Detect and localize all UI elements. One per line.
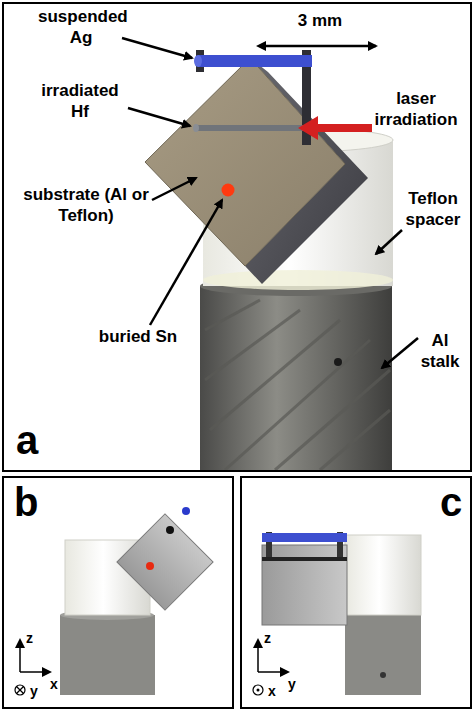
- rod-bracket: [196, 50, 311, 145]
- al-stalk: [200, 276, 392, 470]
- axis-label: z: [264, 630, 284, 646]
- axis-label: x: [50, 676, 70, 692]
- panel-letter: c: [440, 480, 462, 524]
- axis-label: y: [288, 676, 308, 692]
- panel-letter: b: [14, 480, 38, 524]
- side-view-c: [253, 532, 421, 695]
- part-label: Teflon spacer: [396, 188, 470, 230]
- part-label: substrate (Al or Teflon): [16, 184, 156, 226]
- part-label: suspended Ag: [38, 6, 124, 48]
- part-label: irradiated Hf: [30, 80, 130, 122]
- ag-rod: [194, 55, 312, 67]
- hf-rod: [193, 124, 303, 132]
- side-view-b: [15, 507, 213, 695]
- laser-arrow: [298, 116, 372, 140]
- part-label: buried Sn: [96, 326, 180, 347]
- part-label: Al stalk: [412, 330, 468, 372]
- figure-panel: b: [2, 476, 234, 709]
- panel-letter: a: [16, 418, 38, 462]
- scale-bar: [264, 45, 376, 48]
- axis-label: y: [30, 683, 50, 699]
- part-label: laser irradiation: [372, 88, 460, 130]
- substrate-cube: [145, 58, 368, 284]
- axis-label: z: [26, 630, 46, 646]
- dimension-label: 3 mm: [280, 10, 360, 31]
- leader-lines: [122, 38, 418, 368]
- figure-panel: a: [2, 2, 472, 472]
- figure-panel: c: [240, 476, 472, 709]
- axis-label: x: [268, 683, 288, 699]
